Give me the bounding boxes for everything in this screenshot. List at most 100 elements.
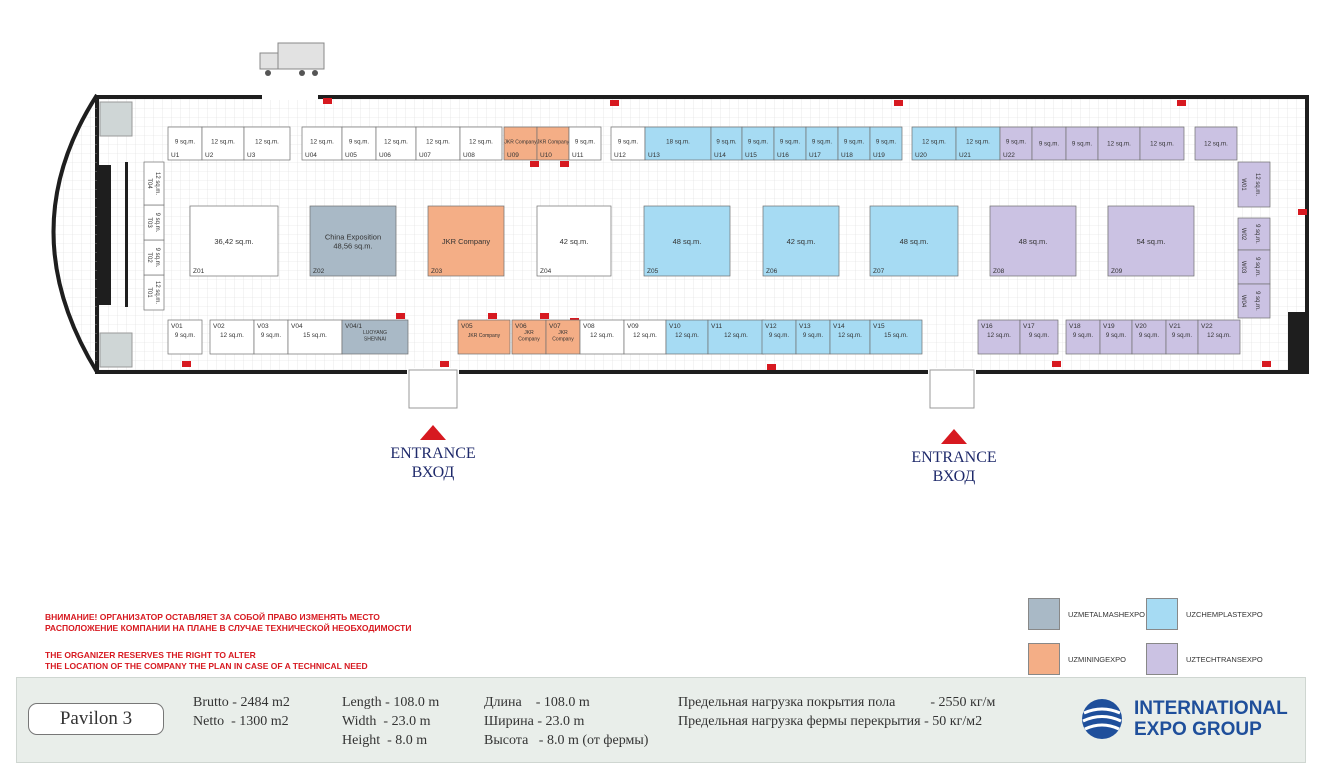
booth-area-label: JKR [558, 330, 568, 336]
booth-code-label: V04/1 [345, 323, 362, 330]
booth-v18 [1065, 319, 1101, 355]
load-specs: Предельная нагрузка покрытия пола - 2550… [678, 695, 996, 729]
booth-code-label: Z09 [1111, 268, 1123, 275]
booth-t04 [143, 161, 165, 206]
booth-code-label: V15 [873, 323, 885, 330]
booth-z03 [427, 205, 505, 277]
booth-v08 [579, 319, 625, 355]
booth-code-label: U12 [614, 152, 626, 159]
truck-icon [299, 70, 305, 76]
booth-code-label: W03 [1240, 261, 1246, 274]
booth-code-label: U2 [205, 152, 214, 159]
booth-code-label: U19 [873, 152, 885, 159]
booth-area-label: 9 sq.m. [716, 139, 737, 146]
booth-w02 [1237, 217, 1271, 251]
booth-code-label: V12 [765, 323, 777, 330]
booth-area-label: 9 sq.m. [748, 139, 769, 146]
booth-area-label: 9 sq.m. [1106, 332, 1127, 339]
booth-area-label: 9 sq.m. [261, 332, 282, 339]
booth-v20 [1131, 319, 1167, 355]
entrance-gap [407, 368, 459, 376]
warning-en: THE ORGANIZER RESERVES THE RIGHT TO ALTE… [45, 650, 368, 671]
booth-area-label: 9 sq.m. [154, 213, 160, 233]
booth-area-label: 9 sq.m. [154, 248, 160, 268]
booth-area-label: JKR Company [442, 237, 491, 246]
booth-code-label: V17 [1023, 323, 1035, 330]
entrance-right[interactable]: ENTRANCE ВХОД [894, 429, 1014, 486]
booth-z05 [643, 205, 731, 277]
legend-item-mining: UZMININGEXPO [1028, 643, 1126, 675]
hall-apse [51, 93, 99, 374]
booth-area-label: SHENNAI [364, 336, 386, 342]
booth-v01 [167, 319, 203, 355]
booth-area-label: 12 sq.m. [154, 172, 160, 195]
booth-code-label: V09 [627, 323, 639, 330]
booth-z07 [869, 205, 959, 277]
booth-area-label: 9 sq.m. [175, 332, 196, 339]
booth-u19 [869, 126, 903, 161]
booth-area-label: JKR Company [504, 140, 537, 146]
booth-v14 [829, 319, 871, 355]
entrance-doors [408, 369, 458, 409]
booth-v15 [869, 319, 923, 355]
booth-area-label: 9 sq.m. [1254, 257, 1260, 277]
legend-item-metal: UZMETALMASHEXPO [1028, 598, 1145, 630]
company-logo: INTERNATIONAL EXPO GROUP [1080, 697, 1288, 741]
booth-area-label: 9 sq.m. [1072, 141, 1093, 148]
booth-area-label: JKR [524, 330, 534, 336]
booth-area-label: 9 sq.m. [349, 139, 370, 146]
booth-area-label: 12 sq.m. [724, 332, 748, 339]
booth-code-label: U09 [507, 152, 519, 159]
entrance-arrow-icon [420, 425, 446, 440]
booth-v16 [977, 319, 1021, 355]
booth-code-label: V22 [1201, 323, 1213, 330]
booth-u15 [741, 126, 775, 161]
globe-logo-icon [1082, 699, 1122, 739]
booth-u22 [999, 126, 1033, 161]
booth-code-label: U08 [463, 152, 475, 159]
booth-code-label: V11 [711, 323, 722, 330]
booth-area-label: 12 sq.m. [469, 139, 493, 146]
fire-marker [767, 364, 776, 370]
booth-code-label: V08 [583, 323, 595, 330]
booth-unnamed [1031, 126, 1067, 161]
booth-code-label: V01 [171, 323, 183, 330]
booth-area-label: 12 sq.m. [1150, 141, 1174, 148]
entrance-gap [928, 368, 976, 376]
booth-area-label: 12 sq.m. [384, 139, 408, 146]
logo-line2: EXPO GROUP [1134, 719, 1262, 740]
booth-u18 [837, 126, 871, 161]
booth-v09 [623, 319, 667, 355]
booth-area-label: 9 sq.m. [844, 139, 865, 146]
booth-area-label: 9 sq.m. [1139, 332, 1160, 339]
booth-v06 [511, 319, 547, 355]
booth-code-label: U1 [171, 152, 180, 159]
booth-code-label: U17 [809, 152, 821, 159]
booth-code-label: U14 [714, 152, 726, 159]
booth-area-label: 48 sq.m. [1019, 237, 1048, 246]
booth-area-label: 9 sq.m. [780, 139, 801, 146]
booth-code-label: U18 [841, 152, 853, 159]
fire-marker [488, 313, 497, 319]
truck-icon [259, 52, 279, 70]
booth-code-label: V13 [799, 323, 811, 330]
legend-swatch [1028, 643, 1060, 675]
booth-area-label: 15 sq.m. [884, 332, 908, 339]
booth-u05 [341, 126, 377, 161]
booth-unnamed [1194, 126, 1238, 161]
booth-area-label: 12 sq.m. [633, 332, 657, 339]
booth-area-label: 42 sq.m. [560, 237, 589, 246]
booth-code-label: T03 [146, 217, 152, 228]
legend-item-chem: UZCHEMPLASTEXPO [1146, 598, 1263, 630]
apse-partition [125, 162, 128, 307]
entrance-left[interactable]: ENTRANCE ВХОД [373, 425, 493, 482]
booth-area-label: 12 sq.m. [1207, 332, 1231, 339]
fire-marker [323, 98, 332, 104]
booth-area-label: 12 sq.m. [922, 139, 946, 146]
entrance-label-en: ENTRANCE [390, 445, 476, 462]
booth-area-label: 12 sq.m. [1204, 141, 1228, 148]
booth-code-label: W04 [1240, 295, 1246, 308]
legend-label: UZMETALMASHEXPO [1068, 609, 1145, 619]
booth-code-label: V20 [1135, 323, 1147, 330]
